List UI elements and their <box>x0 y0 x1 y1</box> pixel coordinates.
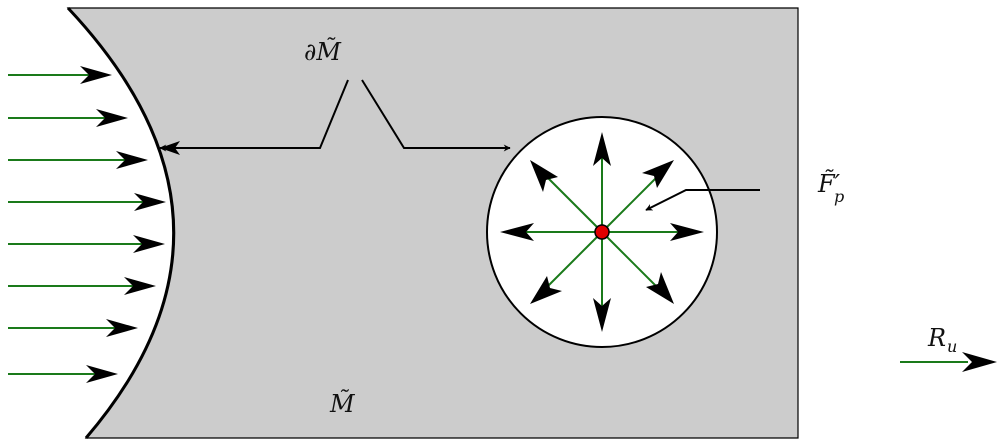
radial-flow-lines <box>522 152 682 312</box>
source-point <box>594 224 610 240</box>
velocity-label: R <box>927 324 946 352</box>
curved-boundary <box>66 6 176 439</box>
inflow-arrowhead <box>96 109 128 127</box>
domain-label: M̃ <box>329 390 356 418</box>
velocity-label-subscript: u <box>947 337 957 356</box>
velocity-arrowhead <box>962 352 997 372</box>
force-label-prime: ′ <box>835 170 841 198</box>
inflow-arrows <box>8 74 146 375</box>
inflow-arrowheads <box>80 66 166 383</box>
force-label-subscript: p <box>834 187 844 206</box>
radial-line <box>545 231 603 289</box>
radial-arrowhead <box>670 223 704 241</box>
force-label-main: F̃ <box>817 170 836 198</box>
radial-arrowhead <box>593 132 611 166</box>
inflow-arrowhead <box>106 319 138 337</box>
boundary-connector-right <box>361 79 511 152</box>
boundary-arrowhead-left <box>160 141 180 155</box>
boundary-connector-left <box>159 79 349 152</box>
radial-arrowhead <box>500 223 534 241</box>
radial-arrowhead <box>593 298 611 332</box>
force-leader-line <box>645 189 760 211</box>
radial-line <box>545 175 603 233</box>
inflow-arrowhead <box>80 66 112 84</box>
radial-arrowhead <box>646 272 674 304</box>
radial-arrowhead <box>530 276 562 304</box>
inflow-arrowhead <box>134 193 166 211</box>
radial-arrowheads <box>500 132 704 332</box>
inflow-arrowhead <box>133 235 165 253</box>
radial-line <box>601 231 659 289</box>
radial-arrowhead <box>530 160 558 192</box>
inflow-arrowhead <box>86 365 118 383</box>
radial-line <box>601 175 659 233</box>
inflow-arrowhead <box>124 277 156 295</box>
radial-arrowhead <box>642 160 674 188</box>
boundary-label: ∂M̃ <box>304 38 342 66</box>
inflow-arrowhead <box>116 151 148 169</box>
force-label: F̃′ <box>817 170 841 198</box>
